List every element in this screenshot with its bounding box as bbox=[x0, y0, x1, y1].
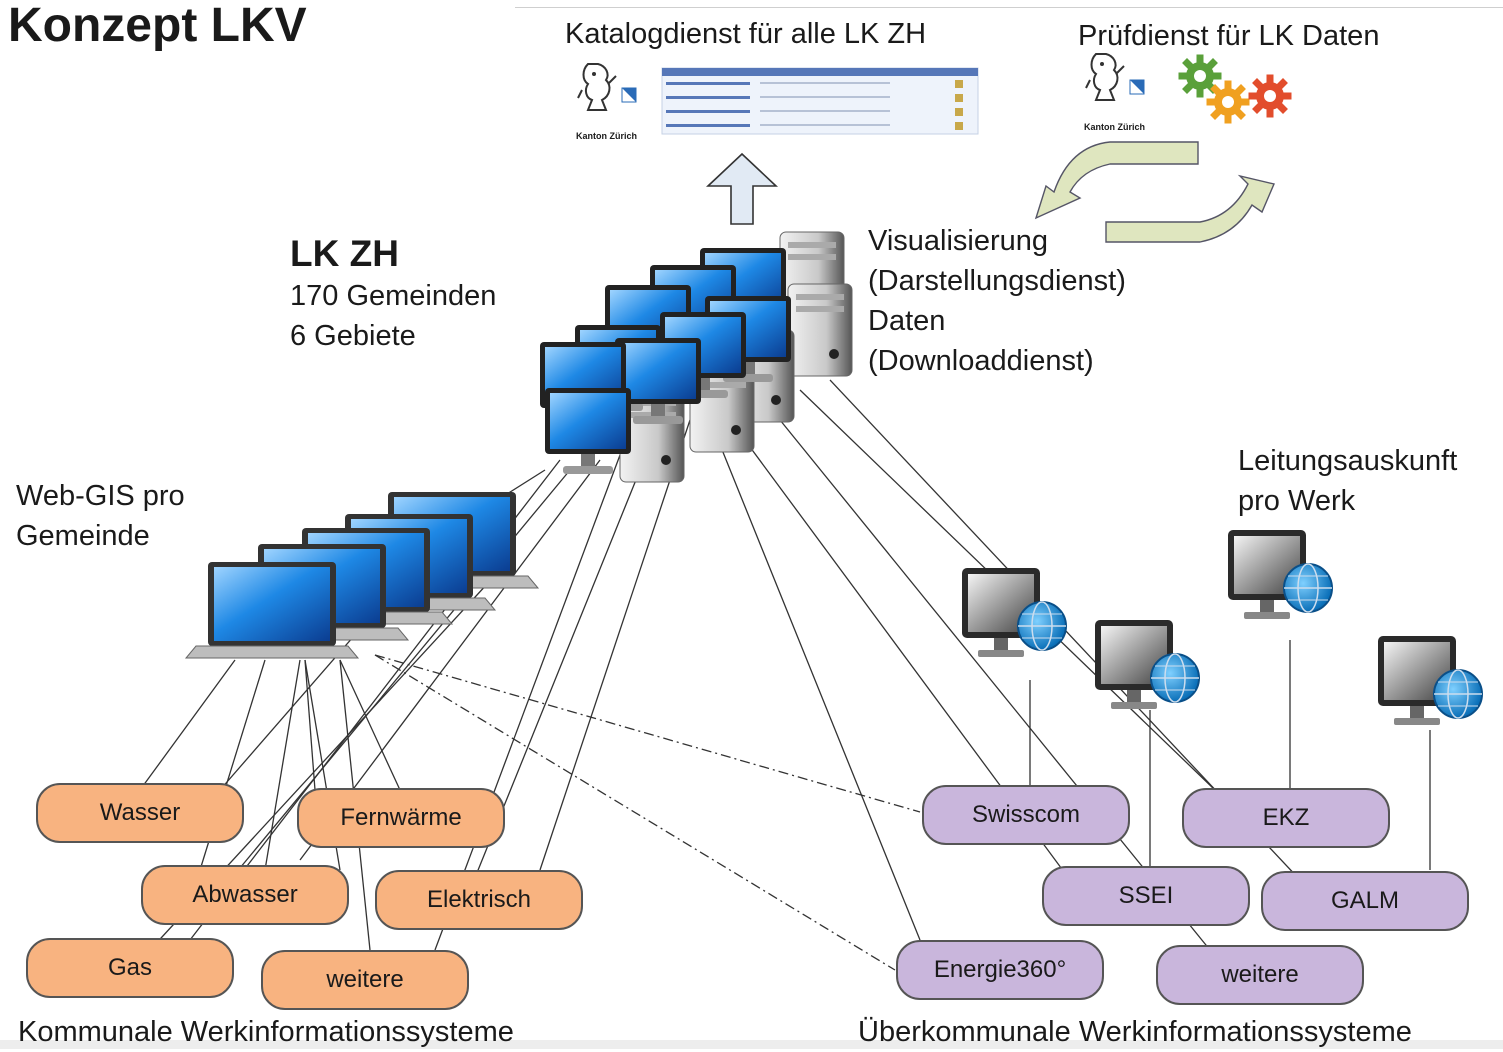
communal-box-abwasser: Abwasser bbox=[141, 865, 349, 925]
services-line3: Daten bbox=[868, 305, 946, 337]
leitung-line1: Leitungsauskunft bbox=[1238, 445, 1458, 477]
communal-box-fernwaerme: Fernwärme bbox=[297, 788, 505, 848]
lion-icon bbox=[1085, 53, 1125, 101]
supra-box-swisscom: Swisscom bbox=[922, 785, 1130, 845]
services-line1: Visualisierung bbox=[868, 225, 1049, 257]
communal-caption: Kommunale Werkinformationssysteme bbox=[18, 1016, 514, 1048]
top-divider bbox=[515, 7, 1503, 8]
supra-box-energie360: Energie360° bbox=[896, 940, 1104, 1000]
page-title: Konzept LKV bbox=[8, 0, 307, 52]
communal-box-elektrisch: Elektrisch bbox=[375, 870, 583, 930]
leitung-line2: pro Werk bbox=[1238, 485, 1356, 517]
monitor-globe-icon bbox=[1227, 529, 1333, 620]
supra-box-galm: GALM bbox=[1261, 871, 1469, 931]
webgis-text: Web-GIS pro Gemeinde bbox=[16, 476, 185, 556]
up-arrow-icon bbox=[705, 152, 779, 225]
catalog-label: Katalogdienst für alle LK ZH bbox=[565, 18, 927, 50]
check-label: Prüfdienst für LK Daten bbox=[1078, 20, 1380, 52]
lkzh-line2: 6 Gebiete bbox=[290, 320, 416, 352]
webgis-line2: Gemeinde bbox=[16, 520, 150, 552]
monitor-globe-icon bbox=[961, 567, 1067, 658]
cycle-arrow-left-icon bbox=[1034, 141, 1199, 220]
lkzh-line1: 170 Gemeinden bbox=[290, 280, 497, 312]
dashdot-lines bbox=[374, 654, 921, 971]
cycle-arrow-right-icon bbox=[1105, 174, 1275, 243]
supra-box-weitere: weitere bbox=[1156, 945, 1364, 1005]
supra-box-ssei: SSEI bbox=[1042, 866, 1250, 926]
connection-lines bbox=[139, 379, 1431, 951]
webgis-line1: Web-GIS pro bbox=[16, 480, 185, 512]
check-logo-text: Kanton Zürich bbox=[1084, 122, 1145, 132]
server-tower-icon bbox=[787, 283, 853, 377]
supra-caption: Überkommunale Werkinformationssysteme bbox=[858, 1016, 1412, 1048]
lkzh-heading: LK ZH bbox=[290, 233, 399, 274]
catalog-thumbnail bbox=[661, 67, 979, 135]
laptop-icon bbox=[185, 561, 359, 659]
services-text: Visualisierung (Darstellungsdienst) Date… bbox=[868, 221, 1126, 381]
supra-box-ekz: EKZ bbox=[1182, 788, 1390, 848]
monitor-globe-icon bbox=[1094, 619, 1200, 710]
communal-box-gas: Gas bbox=[26, 938, 234, 998]
lkzh-block: LK ZH 170 Gemeinden 6 Gebiete bbox=[290, 232, 496, 356]
gears-icon bbox=[1182, 58, 1288, 120]
bottom-band bbox=[0, 1040, 1503, 1049]
communal-box-weitere: weitere bbox=[261, 950, 469, 1010]
communal-box-wasser: Wasser bbox=[36, 783, 244, 843]
leitung-text: Leitungsauskunft pro Werk bbox=[1238, 441, 1457, 521]
catalog-logo-text: Kanton Zürich bbox=[576, 131, 637, 141]
services-line4: (Downloaddienst) bbox=[868, 345, 1094, 377]
monitor-globe-icon bbox=[1377, 635, 1483, 726]
services-line2: (Darstellungsdienst) bbox=[868, 265, 1126, 297]
lion-icon bbox=[577, 63, 617, 111]
